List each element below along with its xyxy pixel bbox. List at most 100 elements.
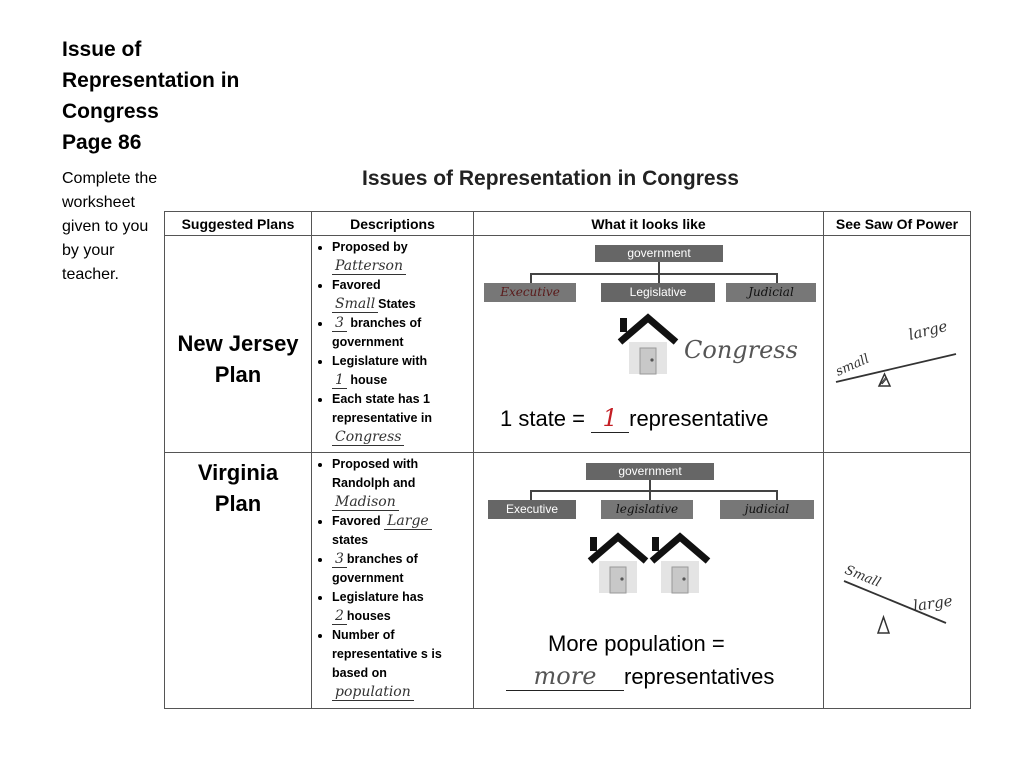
va-judicial-box: judicial	[720, 500, 814, 519]
va-houses-answer: 2	[332, 609, 347, 625]
nj-legislative-box: Legislative	[601, 283, 715, 302]
worksheet-table: Suggested Plans Descriptions What it loo…	[164, 211, 971, 709]
va-government-label: government	[332, 571, 404, 585]
nj-equation-answer: 1	[602, 404, 618, 432]
list-item: Number of representative s is based on p…	[332, 626, 473, 702]
list-item: Proposed by Patterson	[332, 238, 473, 276]
nj-tree-mid	[658, 273, 660, 283]
nj-government-label: government	[332, 335, 404, 349]
header-row: Suggested Plans Descriptions What it loo…	[164, 211, 971, 236]
nj-branches-label: branches of	[350, 316, 422, 330]
va-plan-name: Virginia Plan	[165, 453, 311, 519]
va-equation-line1: More population =	[548, 631, 725, 656]
va-equation-suffix: representatives	[624, 664, 775, 689]
header-descriptions: Descriptions	[311, 211, 474, 236]
va-executive-box: Executive	[488, 500, 576, 519]
seesaw-icon: Small large	[843, 563, 954, 634]
nj-states-label: States	[378, 297, 416, 311]
nj-favored-label: Favored	[332, 278, 381, 292]
house-icon	[587, 532, 649, 594]
nj-proposed-answer: Patterson	[332, 259, 406, 275]
va-tree-left	[530, 490, 532, 500]
nj-looks-cell: government Executive Legislative Judicia…	[473, 235, 824, 453]
list-item: Favored Large states	[332, 512, 473, 550]
nj-favored-answer: Small	[332, 297, 379, 313]
nj-seesaw-large: large	[907, 317, 950, 344]
slide-title-line-4: Page 86	[62, 131, 142, 154]
va-description-list: Proposed with Randolph and Madison Favor…	[312, 455, 473, 702]
nj-proposed-by-label: Proposed by	[332, 240, 408, 254]
va-plan-line-2: Plan	[214, 491, 262, 516]
va-looks-cell: government Executive legislative judicia…	[473, 452, 824, 709]
va-row: Virginia Plan Proposed with Randolph and…	[164, 452, 971, 709]
va-states-label: states	[332, 533, 369, 547]
va-description-cell: Proposed with Randolph and Madison Favor…	[311, 452, 474, 709]
va-favored-label: Favored	[332, 514, 381, 528]
nj-government-box: government	[595, 245, 723, 262]
nj-each-state-label: Each state has 1 representative in	[332, 392, 433, 425]
nj-branches-answer: 3	[332, 316, 347, 332]
nj-equation-blank: 1	[591, 404, 630, 433]
header-plans: Suggested Plans	[164, 211, 312, 236]
nj-each-state-answer: Congress	[332, 430, 405, 446]
va-seesaw-small: Small	[843, 563, 883, 591]
va-equation-line2: more representatives	[506, 662, 774, 691]
header-looks: What it looks like	[473, 211, 824, 236]
house-icon	[617, 313, 679, 375]
slide-title-line-3: Congress	[62, 100, 159, 123]
nj-tree-right	[776, 273, 778, 283]
va-proposed-with-label: Proposed with Randolph and	[332, 457, 419, 490]
va-plan-line-1: Virginia	[197, 460, 279, 485]
va-equation-answer: more	[533, 662, 597, 690]
nj-equation: 1 state = 1 representative	[500, 404, 769, 433]
va-equation-blank: more	[506, 662, 624, 691]
nj-equation-prefix: 1 state =	[500, 406, 592, 431]
nj-house-answer: 1	[332, 373, 347, 389]
list-item: Legislature with 1 house	[332, 352, 473, 390]
va-favored-answer: Large	[384, 514, 432, 530]
va-legislative-box: legislative	[601, 500, 693, 519]
house-icon	[649, 532, 711, 594]
va-tree-right	[776, 490, 778, 500]
list-item: Proposed with Randolph and Madison	[332, 455, 473, 512]
nj-row: New Jersey Plan Proposed by Patterson Fa…	[164, 235, 971, 453]
nj-plan-line-1: New Jersey	[177, 331, 299, 356]
nj-plan-cell: New Jersey Plan	[164, 235, 312, 453]
nj-house-label: Congress	[684, 336, 798, 364]
nj-judicial-box: Judicial	[726, 283, 816, 302]
slide-title-line-1: Issue of	[62, 38, 142, 61]
va-legislature-label: Legislature has	[332, 590, 424, 604]
slide-instruction: Complete the worksheet given to you by y…	[62, 170, 158, 283]
va-seesaw-cell: Small large	[823, 452, 971, 709]
va-plan-cell: Virginia Plan	[164, 452, 312, 709]
nj-seesaw-cell: small large	[823, 235, 971, 453]
worksheet-title: Issues of Representation in Congress	[362, 167, 739, 190]
va-branches-answer: 3	[332, 552, 347, 568]
va-seesaw-large: large	[912, 592, 954, 615]
slide-title: Issue of Representation in Congress Page…	[62, 34, 272, 158]
seesaw-icon: small large	[834, 317, 957, 387]
va-government-box: government	[586, 463, 714, 480]
va-houses-label: houses	[346, 609, 391, 623]
header-seesaw: See Saw Of Power	[823, 211, 971, 236]
nj-plan-name: New Jersey Plan	[165, 236, 311, 390]
nj-plan-line-2: Plan	[214, 362, 262, 387]
nj-equation-suffix: representative	[629, 406, 769, 431]
nj-description-list: Proposed by Patterson Favored SmallState…	[312, 238, 473, 447]
slide-title-line-2: Representation in	[62, 69, 240, 92]
va-number-answer: population	[332, 685, 414, 701]
va-tree-bar	[530, 490, 776, 492]
nj-tree-bar	[530, 273, 776, 275]
nj-description-cell: Proposed by Patterson Favored SmallState…	[311, 235, 474, 453]
va-proposed-answer: Madison	[332, 495, 399, 511]
va-branches-label: branches of	[346, 552, 418, 566]
va-tree-mid	[649, 490, 651, 500]
nj-executive-box: Executive	[484, 283, 576, 302]
nj-tree-left	[530, 273, 532, 283]
va-tree-trunk	[649, 480, 651, 491]
list-item: 3 branches of government	[332, 314, 473, 352]
nj-tree-trunk	[658, 262, 660, 274]
